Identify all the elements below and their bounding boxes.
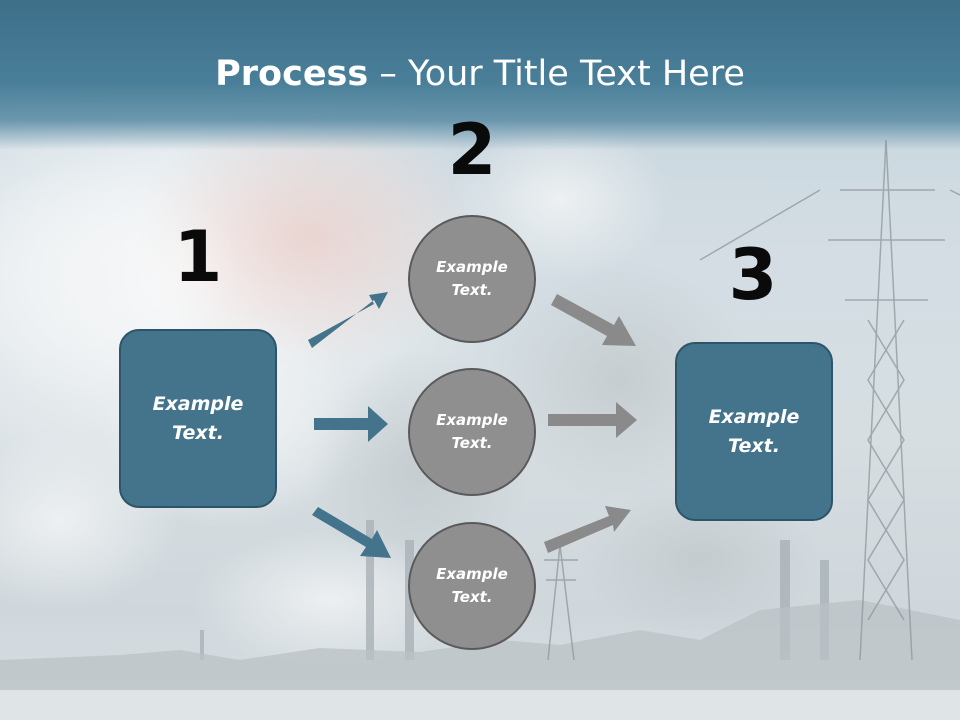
step-number-3: 3: [728, 234, 778, 316]
arrow-up-right-icon: [544, 506, 631, 553]
step-3-box: Example Text.: [675, 342, 833, 521]
step-2-circle-top: Example Text.: [408, 215, 536, 343]
step-number-1: 1: [173, 216, 223, 298]
title-band: [0, 0, 960, 150]
arrow-down-right-icon: [551, 294, 636, 346]
arrow-up-right-icon: [308, 292, 388, 348]
arrow-down-right-icon: [312, 507, 391, 558]
arrow-right-icon: [548, 402, 637, 438]
title-rest: – Your Title Text Here: [368, 54, 745, 94]
step-1-box: Example Text.: [119, 329, 277, 508]
step-2-circle-bottom: Example Text.: [408, 522, 536, 650]
step-2-circle-middle: Example Text.: [408, 368, 536, 496]
step-number-2: 2: [447, 109, 497, 191]
slide-title: Process – Your Title Text Here: [0, 52, 960, 96]
title-bold: Process: [215, 54, 369, 94]
arrow-right-icon: [314, 406, 388, 442]
